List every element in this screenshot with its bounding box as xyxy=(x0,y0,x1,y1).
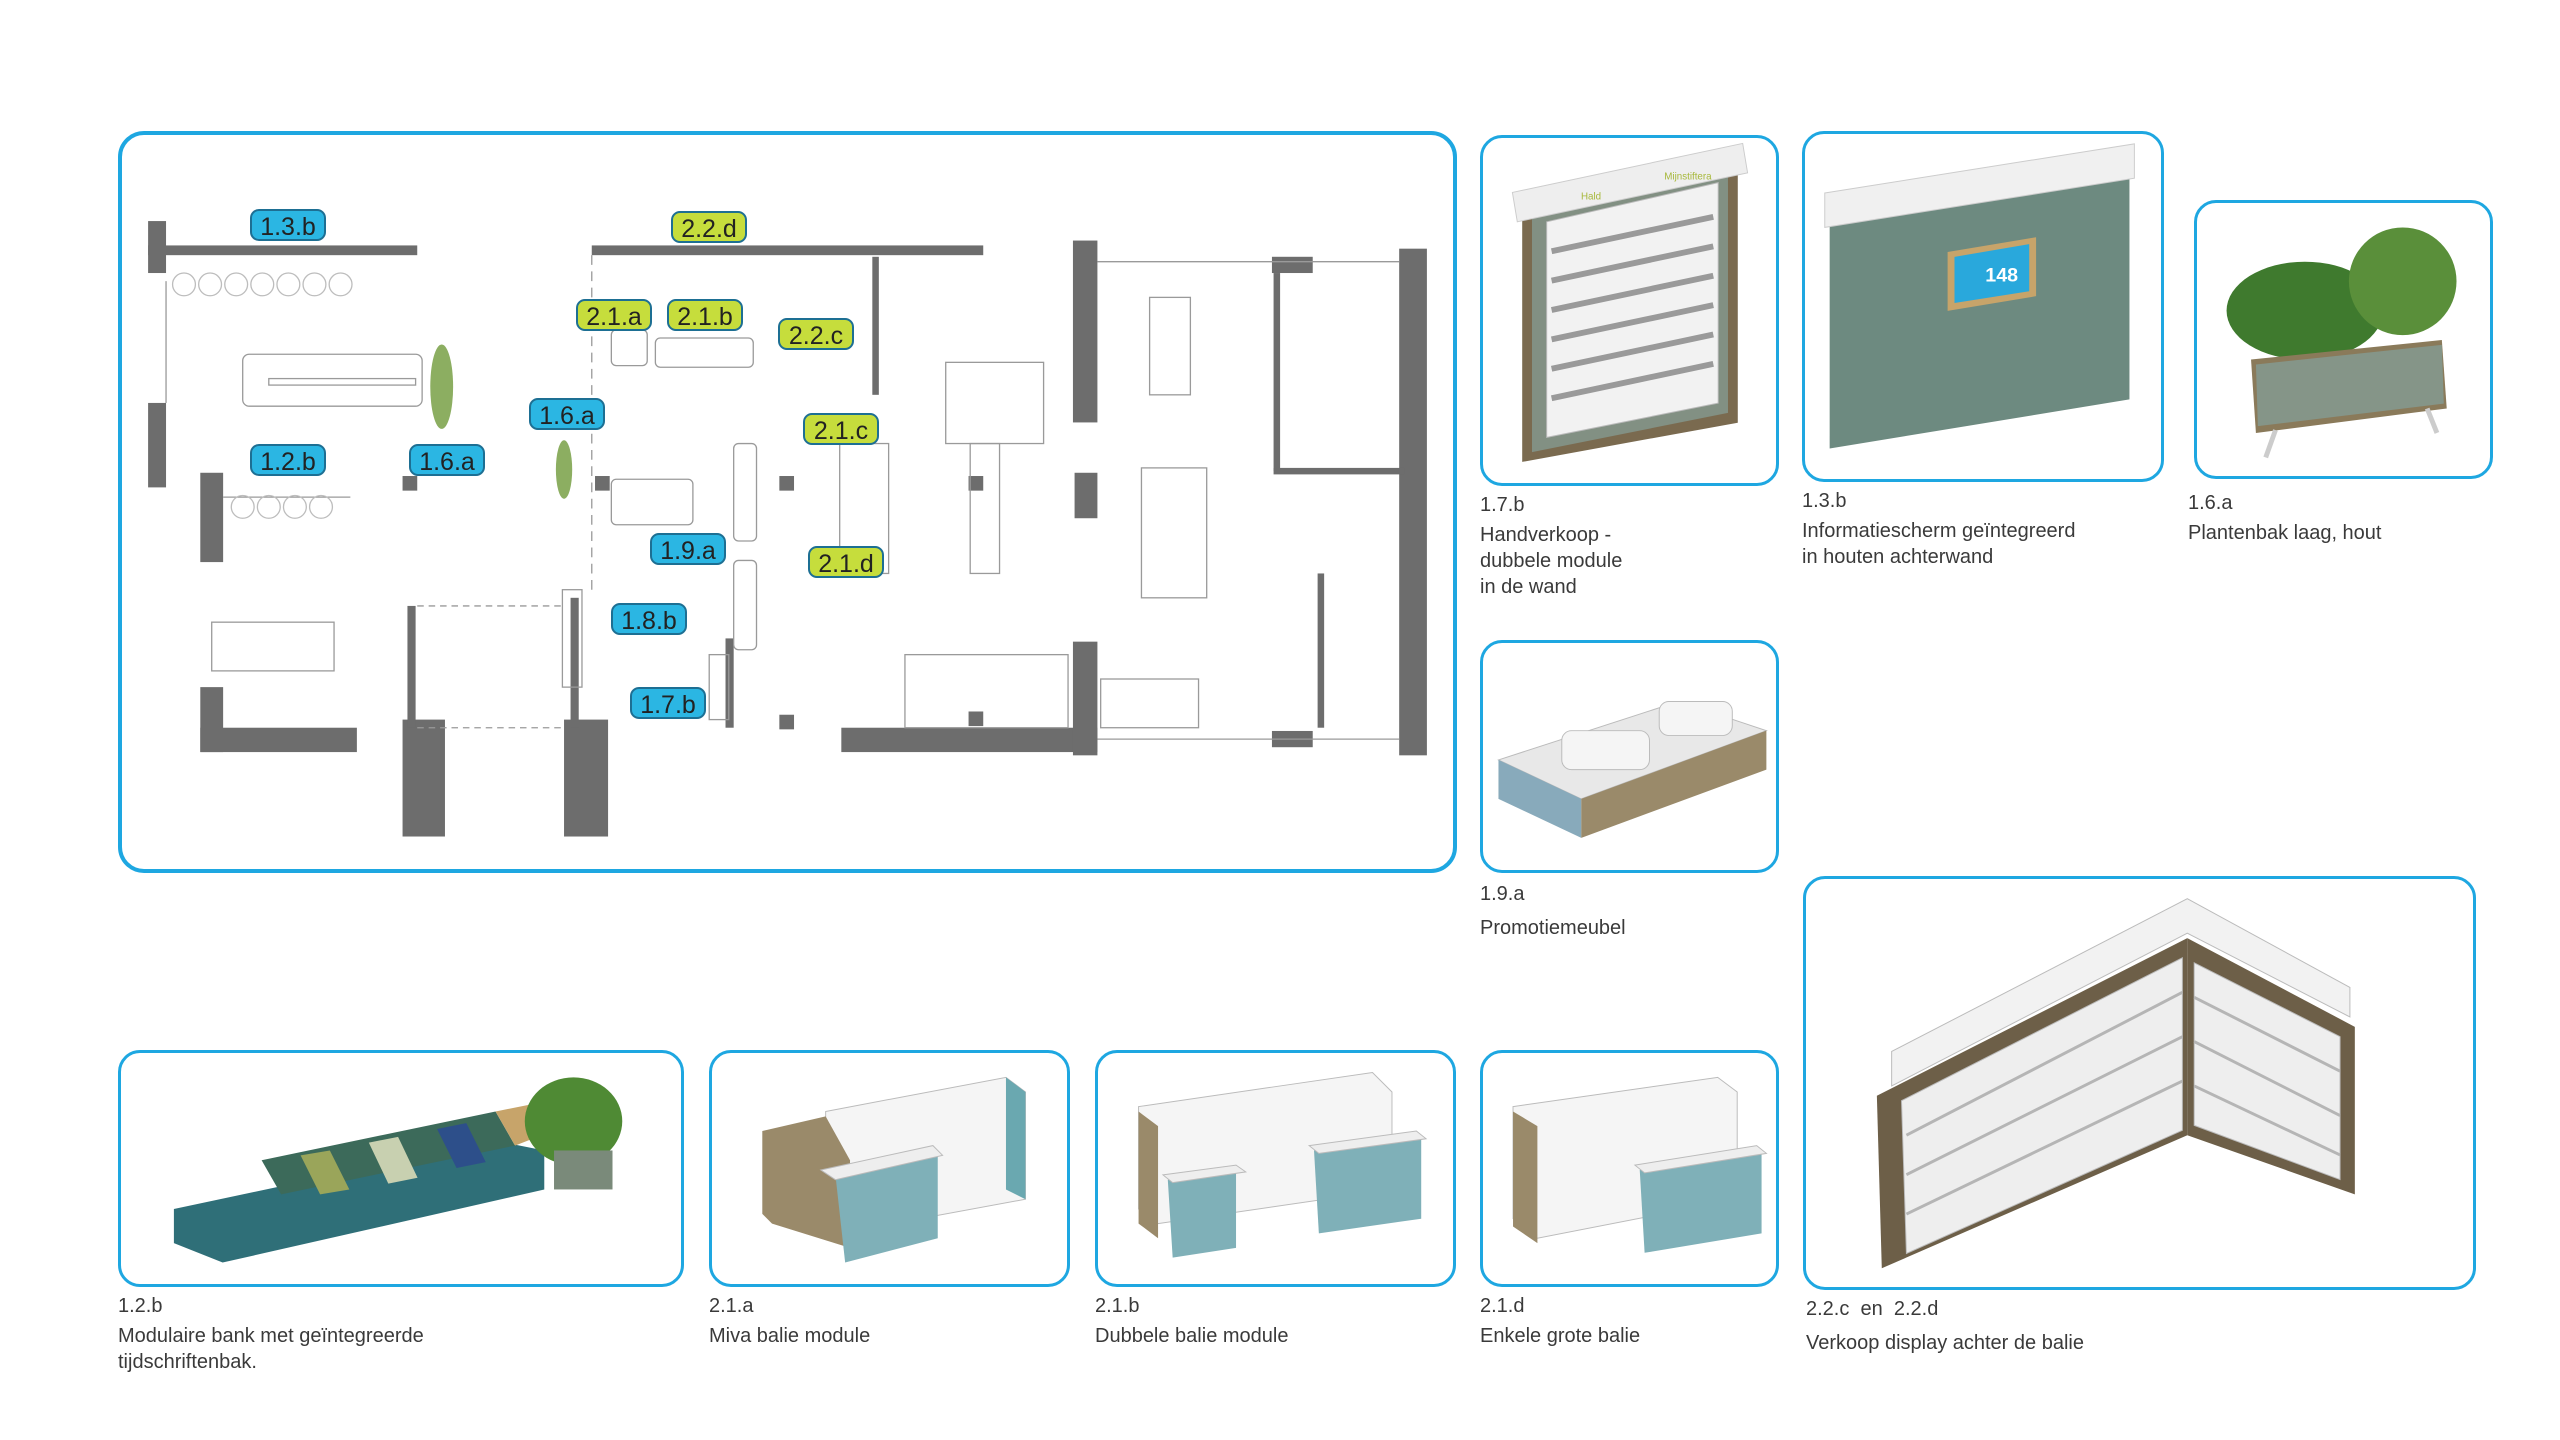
caption-line: Modulaire bank met geïntegreerde xyxy=(118,1325,424,1347)
caption-line: Informatiescherm geïntegreerd xyxy=(1802,520,2076,542)
plan-tag: 2.2.c xyxy=(778,318,854,350)
sofa-illustration xyxy=(173,1077,623,1263)
plan-tag: 2.1.c xyxy=(803,413,879,445)
plan-tag: 1.9.a xyxy=(650,533,726,565)
caption-code: 1.9.a xyxy=(1480,883,1525,905)
caption-promotiemeubel: 1.9.a Promotiemeubel xyxy=(1480,881,1626,941)
plan-tag: 1.2.b xyxy=(250,444,326,476)
plants xyxy=(430,344,573,499)
double-counter-illustration xyxy=(1138,1071,1428,1258)
plan-tag: 1.7.b xyxy=(630,687,706,719)
caption-code: 1.3.b xyxy=(1802,490,1847,512)
planter-illustration xyxy=(2226,227,2457,459)
card-plantenbak xyxy=(2194,200,2493,479)
chairs xyxy=(171,272,353,519)
card-verkoop-display xyxy=(1803,876,2476,1290)
info-screen-illustration: 148 xyxy=(1824,143,2135,449)
card-promotiemeubel xyxy=(1480,640,1779,873)
caption-line: Miva balie module xyxy=(709,1325,871,1347)
card-miva-balie xyxy=(709,1050,1070,1287)
plan-tag: 1.6.a xyxy=(409,444,485,476)
sales-display-illustration xyxy=(1876,898,2355,1269)
caption-line: Enkele grote balie xyxy=(1480,1325,1641,1347)
card-modulaire-bank xyxy=(118,1050,684,1287)
caption-code: 1.7.b xyxy=(1480,494,1525,516)
caption-plantenbak: 1.6.a Plantenbak laag, hout xyxy=(2188,490,2382,546)
caption-dubbele-balie: 2.1.b Dubbele balie module xyxy=(1095,1293,1288,1349)
sign-left: Hald xyxy=(1581,191,1601,202)
shelving-illustration: Hald Mijnstiftera xyxy=(1511,142,1749,462)
caption-code: 2.2.c en 2.2.d xyxy=(1806,1298,1939,1320)
caption-code: 2.1.b xyxy=(1095,1295,1140,1317)
caption-line: tijdschriftenbak. xyxy=(118,1351,257,1373)
caption-code: 2.1.a xyxy=(709,1295,754,1317)
caption-line: dubbele module xyxy=(1480,550,1623,572)
screen-number: 148 xyxy=(1985,264,2018,286)
card-enkele-balie xyxy=(1480,1050,1779,1287)
card-handverkoop: Hald Mijnstiftera xyxy=(1480,135,1779,486)
card-informatiescherm: 148 xyxy=(1802,131,2164,482)
counter-illustration xyxy=(762,1076,1026,1263)
sign-right: Mijnstiftera xyxy=(1664,172,1712,183)
caption-modulaire-bank: 1.2.b Modulaire bank met geïntegreerde t… xyxy=(118,1293,424,1375)
floor-plan-panel: 1.3.b 2.2.d 2.1.a 2.1.b 2.2.c 1.6.a 2.1.… xyxy=(118,131,1457,873)
caption-enkele-balie: 2.1.d Enkele grote balie xyxy=(1480,1293,1640,1349)
plan-tag: 1.8.b xyxy=(611,603,687,635)
caption-line: Verkoop display achter de balie xyxy=(1806,1332,2084,1354)
plan-tag: 2.2.d xyxy=(671,211,747,243)
plan-tag: 2.1.a xyxy=(576,299,652,331)
walls xyxy=(148,221,1427,837)
plan-tag: 1.6.a xyxy=(529,398,605,430)
caption-code: 1.6.a xyxy=(2188,492,2233,514)
plan-tag: 2.1.b xyxy=(667,299,743,331)
single-counter-illustration xyxy=(1512,1076,1768,1253)
plan-tag: 1.3.b xyxy=(250,209,326,241)
caption-line: Dubbele balie module xyxy=(1095,1325,1289,1347)
caption-line: in de wand xyxy=(1480,576,1577,598)
caption-line: Handverkoop - xyxy=(1480,524,1612,546)
caption-code: 1.2.b xyxy=(118,1295,163,1317)
caption-line: Promotiemeubel xyxy=(1480,917,1626,939)
caption-miva-balie: 2.1.a Miva balie module xyxy=(709,1293,870,1349)
plan-tag: 2.1.d xyxy=(808,546,884,578)
caption-line: in houten achterwand xyxy=(1802,546,1994,568)
caption-handverkoop: 1.7.b Handverkoop - dubbele module in de… xyxy=(1480,492,1622,600)
floor-plan-drawing xyxy=(148,221,1427,837)
caption-informatiescherm: 1.3.b Informatiescherm geïntegreerd in h… xyxy=(1802,488,2075,570)
caption-line: Plantenbak laag, hout xyxy=(2188,522,2382,544)
caption-verkoop-display: 2.2.c en 2.2.d Verkoop display achter de… xyxy=(1806,1296,2084,1356)
caption-code: 2.1.d xyxy=(1480,1295,1525,1317)
promo-furniture-illustration xyxy=(1497,700,1768,838)
card-dubbele-balie xyxy=(1095,1050,1456,1287)
